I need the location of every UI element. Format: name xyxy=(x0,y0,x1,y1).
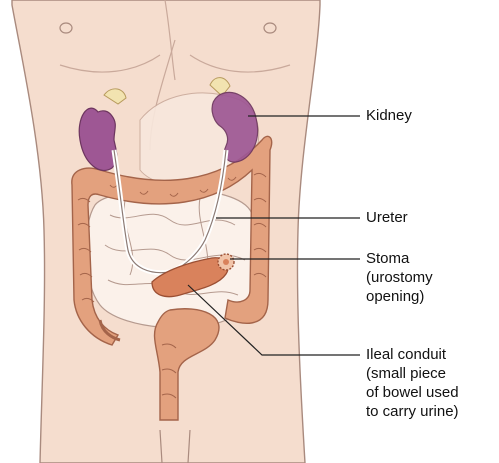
label-stoma: Stoma (urostomy opening) xyxy=(366,249,433,306)
label-ileal-conduit: Ileal conduit (small piece of bowel used… xyxy=(366,345,459,421)
label-kidney: Kidney xyxy=(366,106,412,125)
label-ureter: Ureter xyxy=(366,208,408,227)
stoma xyxy=(218,254,234,270)
